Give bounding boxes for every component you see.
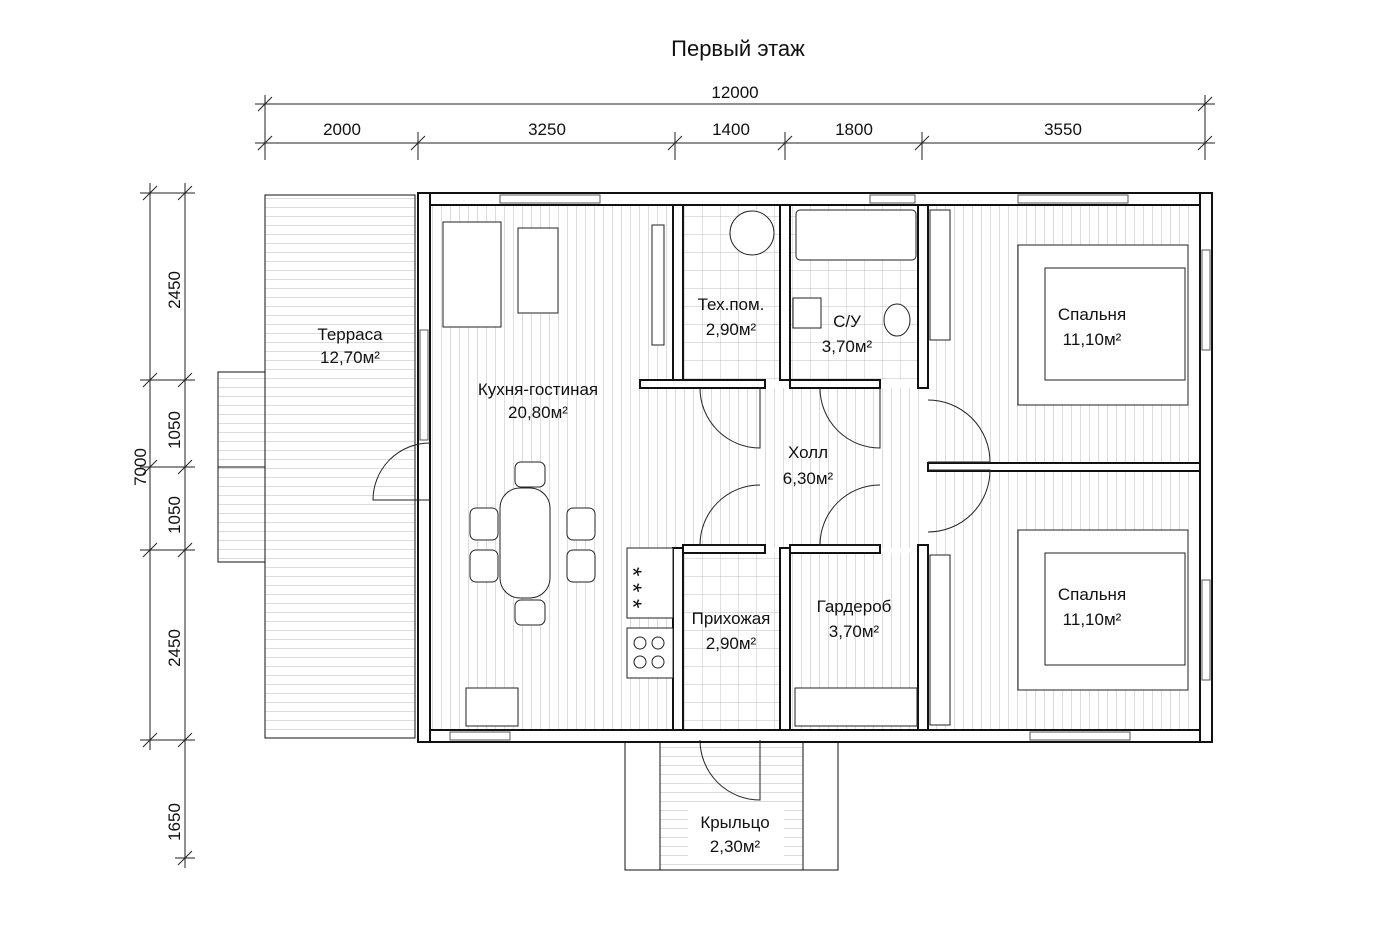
dim-top-1: 2000 <box>323 120 361 139</box>
top-dimensions: 12000 2000 3250 1400 1800 3550 <box>255 83 1215 160</box>
dimension-tick <box>257 135 273 151</box>
bedroom2-area: 11,10м² <box>1063 610 1122 629</box>
dim-top-4: 1800 <box>835 120 873 139</box>
porch-area: 2,30м² <box>710 837 761 856</box>
dim-left-2: 1050 <box>165 411 184 449</box>
tech-name: Тех.пом. <box>698 295 765 314</box>
terrace-area: 12,70м² <box>320 348 380 367</box>
washbasin <box>792 297 822 329</box>
wardrobe-area: 3,70м² <box>829 622 880 641</box>
furniture <box>442 209 1189 727</box>
stove-marks: * * * <box>619 567 646 608</box>
dim-left-1: 2450 <box>165 271 184 309</box>
dim-top-5: 3550 <box>1044 120 1082 139</box>
dimension-tick <box>142 542 158 558</box>
dimension-tick <box>177 459 193 475</box>
dimension-tick <box>142 459 158 475</box>
entry-floor <box>683 553 783 730</box>
room-labels: Терраса 12,70м² Кухня-гостиная 20,80м² Т… <box>317 295 1126 860</box>
bath-area: 3,70м² <box>822 337 873 356</box>
wardrobe-rack <box>794 687 918 727</box>
dimension-tick <box>177 732 193 748</box>
dimension-tick <box>177 850 193 866</box>
dim-left-4: 2450 <box>165 629 184 667</box>
stove <box>626 627 674 679</box>
dimension-tick <box>667 135 683 151</box>
dimension-tick <box>142 185 158 201</box>
dimension-tick <box>177 542 193 558</box>
dimension-tick <box>777 135 793 151</box>
toilet <box>883 303 911 337</box>
bath-name: С/У <box>833 312 861 331</box>
dimension-tick <box>1197 135 1213 151</box>
dim-left-3: 1050 <box>165 496 184 534</box>
bedroom2-name: Спальня <box>1058 585 1126 604</box>
tv <box>651 224 665 346</box>
entry-name: Прихожая <box>692 609 771 628</box>
entry-area: 2,90м² <box>706 634 757 653</box>
dimension-tick <box>177 185 193 201</box>
plan-title: Первый этаж <box>671 36 805 61</box>
dining-table <box>499 487 551 599</box>
windows <box>419 194 1211 741</box>
dimension-tick <box>142 732 158 748</box>
boiler <box>729 210 775 256</box>
terrace-floor <box>264 194 416 739</box>
left-dimensions: 7000 2450 1050 1050 2450 1650 <box>131 183 195 868</box>
dim-top-3: 1400 <box>712 120 750 139</box>
hall-floor <box>683 388 923 548</box>
doors <box>372 387 991 801</box>
dim-left-5: 1650 <box>165 803 184 841</box>
hall-area: 6,30м² <box>783 469 834 488</box>
dim-total-height: 7000 <box>131 448 150 486</box>
sink <box>465 687 519 727</box>
closet-1 <box>929 209 951 341</box>
porch-name: Крыльцо <box>700 813 769 832</box>
dimension-tick <box>177 372 193 388</box>
dim-top-2: 3250 <box>528 120 566 139</box>
bedroom1-area: 11,10м² <box>1063 330 1122 349</box>
dimension-tick <box>914 135 930 151</box>
bathtub <box>795 209 917 261</box>
closet-2 <box>929 554 951 726</box>
tech-area: 2,90м² <box>706 320 757 339</box>
dimension-tick <box>410 135 426 151</box>
hall-name: Холл <box>788 443 828 462</box>
wardrobe-name: Гардероб <box>817 597 892 616</box>
kitchen-area: 20,80м² <box>508 403 568 422</box>
kitchen-name: Кухня-гостиная <box>478 380 598 399</box>
bedroom1-name: Спальня <box>1058 305 1126 324</box>
terrace-name: Терраса <box>317 325 383 344</box>
dimension-tick <box>142 372 158 388</box>
dim-total-width: 12000 <box>711 83 758 102</box>
